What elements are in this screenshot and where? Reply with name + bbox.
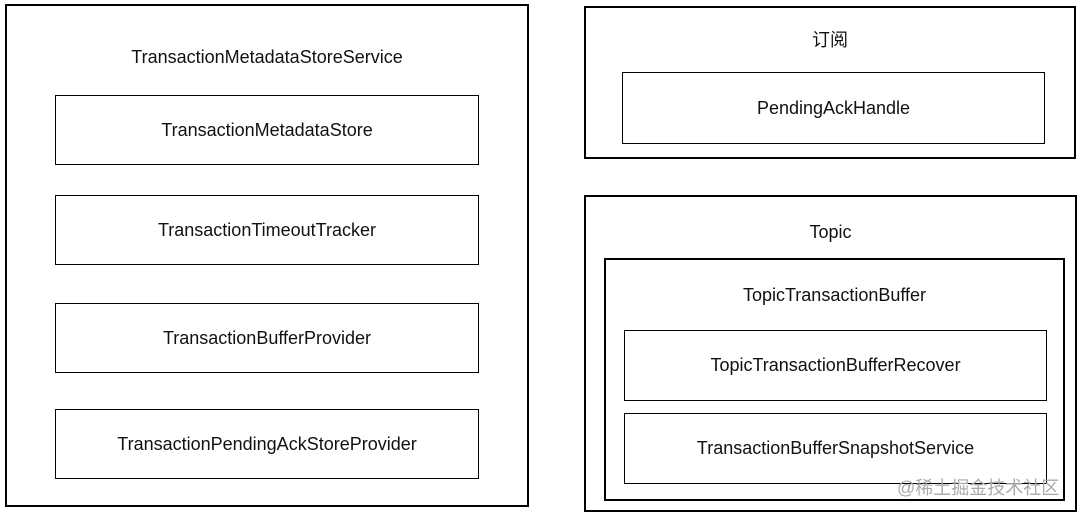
topic-transaction-buffer-box: TopicTransactionBuffer TopicTransactionB… [604, 258, 1065, 501]
subscription-title: 订阅 [812, 30, 848, 50]
topic-transaction-buffer-recover-label: TopicTransactionBufferRecover [710, 355, 961, 375]
transaction-metadata-store-box: TransactionMetadataStore [55, 95, 479, 165]
metadata-store-service-title: TransactionMetadataStoreService [131, 47, 403, 67]
transaction-buffer-snapshot-service-label: TransactionBufferSnapshotService [696, 438, 975, 458]
transaction-buffer-provider-label: TransactionBufferProvider [162, 327, 372, 348]
metadata-store-service-group-box: TransactionMetadataStoreService Transact… [5, 4, 529, 507]
topic-transaction-buffer-recover-box: TopicTransactionBufferRecover [624, 330, 1047, 401]
pending-ack-handle-label: PendingAckHandle [756, 97, 911, 118]
transaction-buffer-snapshot-service-box: TransactionBufferSnapshotService [624, 413, 1047, 484]
transaction-metadata-store-label: TransactionMetadataStore [161, 119, 373, 140]
topic-group-box: Topic TopicTransactionBuffer TopicTransa… [584, 195, 1077, 512]
transaction-timeout-tracker-box: TransactionTimeoutTracker [55, 195, 479, 265]
topic-title: Topic [809, 222, 852, 242]
transaction-buffer-provider-box: TransactionBufferProvider [55, 303, 479, 373]
pending-ack-handle-box: PendingAckHandle [622, 72, 1045, 144]
juejin-community-watermark: @稀土掘金技术社区 [897, 478, 1060, 498]
subscription-group-box: 订阅 PendingAckHandle [584, 6, 1076, 159]
transaction-timeout-tracker-label: TransactionTimeoutTracker [157, 219, 377, 240]
transaction-pending-ack-store-provider-box: TransactionPendingAckStoreProvider [55, 409, 479, 479]
topic-transaction-buffer-title: TopicTransactionBuffer [742, 285, 927, 305]
transaction-pending-ack-store-provider-label: TransactionPendingAckStoreProvider [117, 433, 417, 454]
